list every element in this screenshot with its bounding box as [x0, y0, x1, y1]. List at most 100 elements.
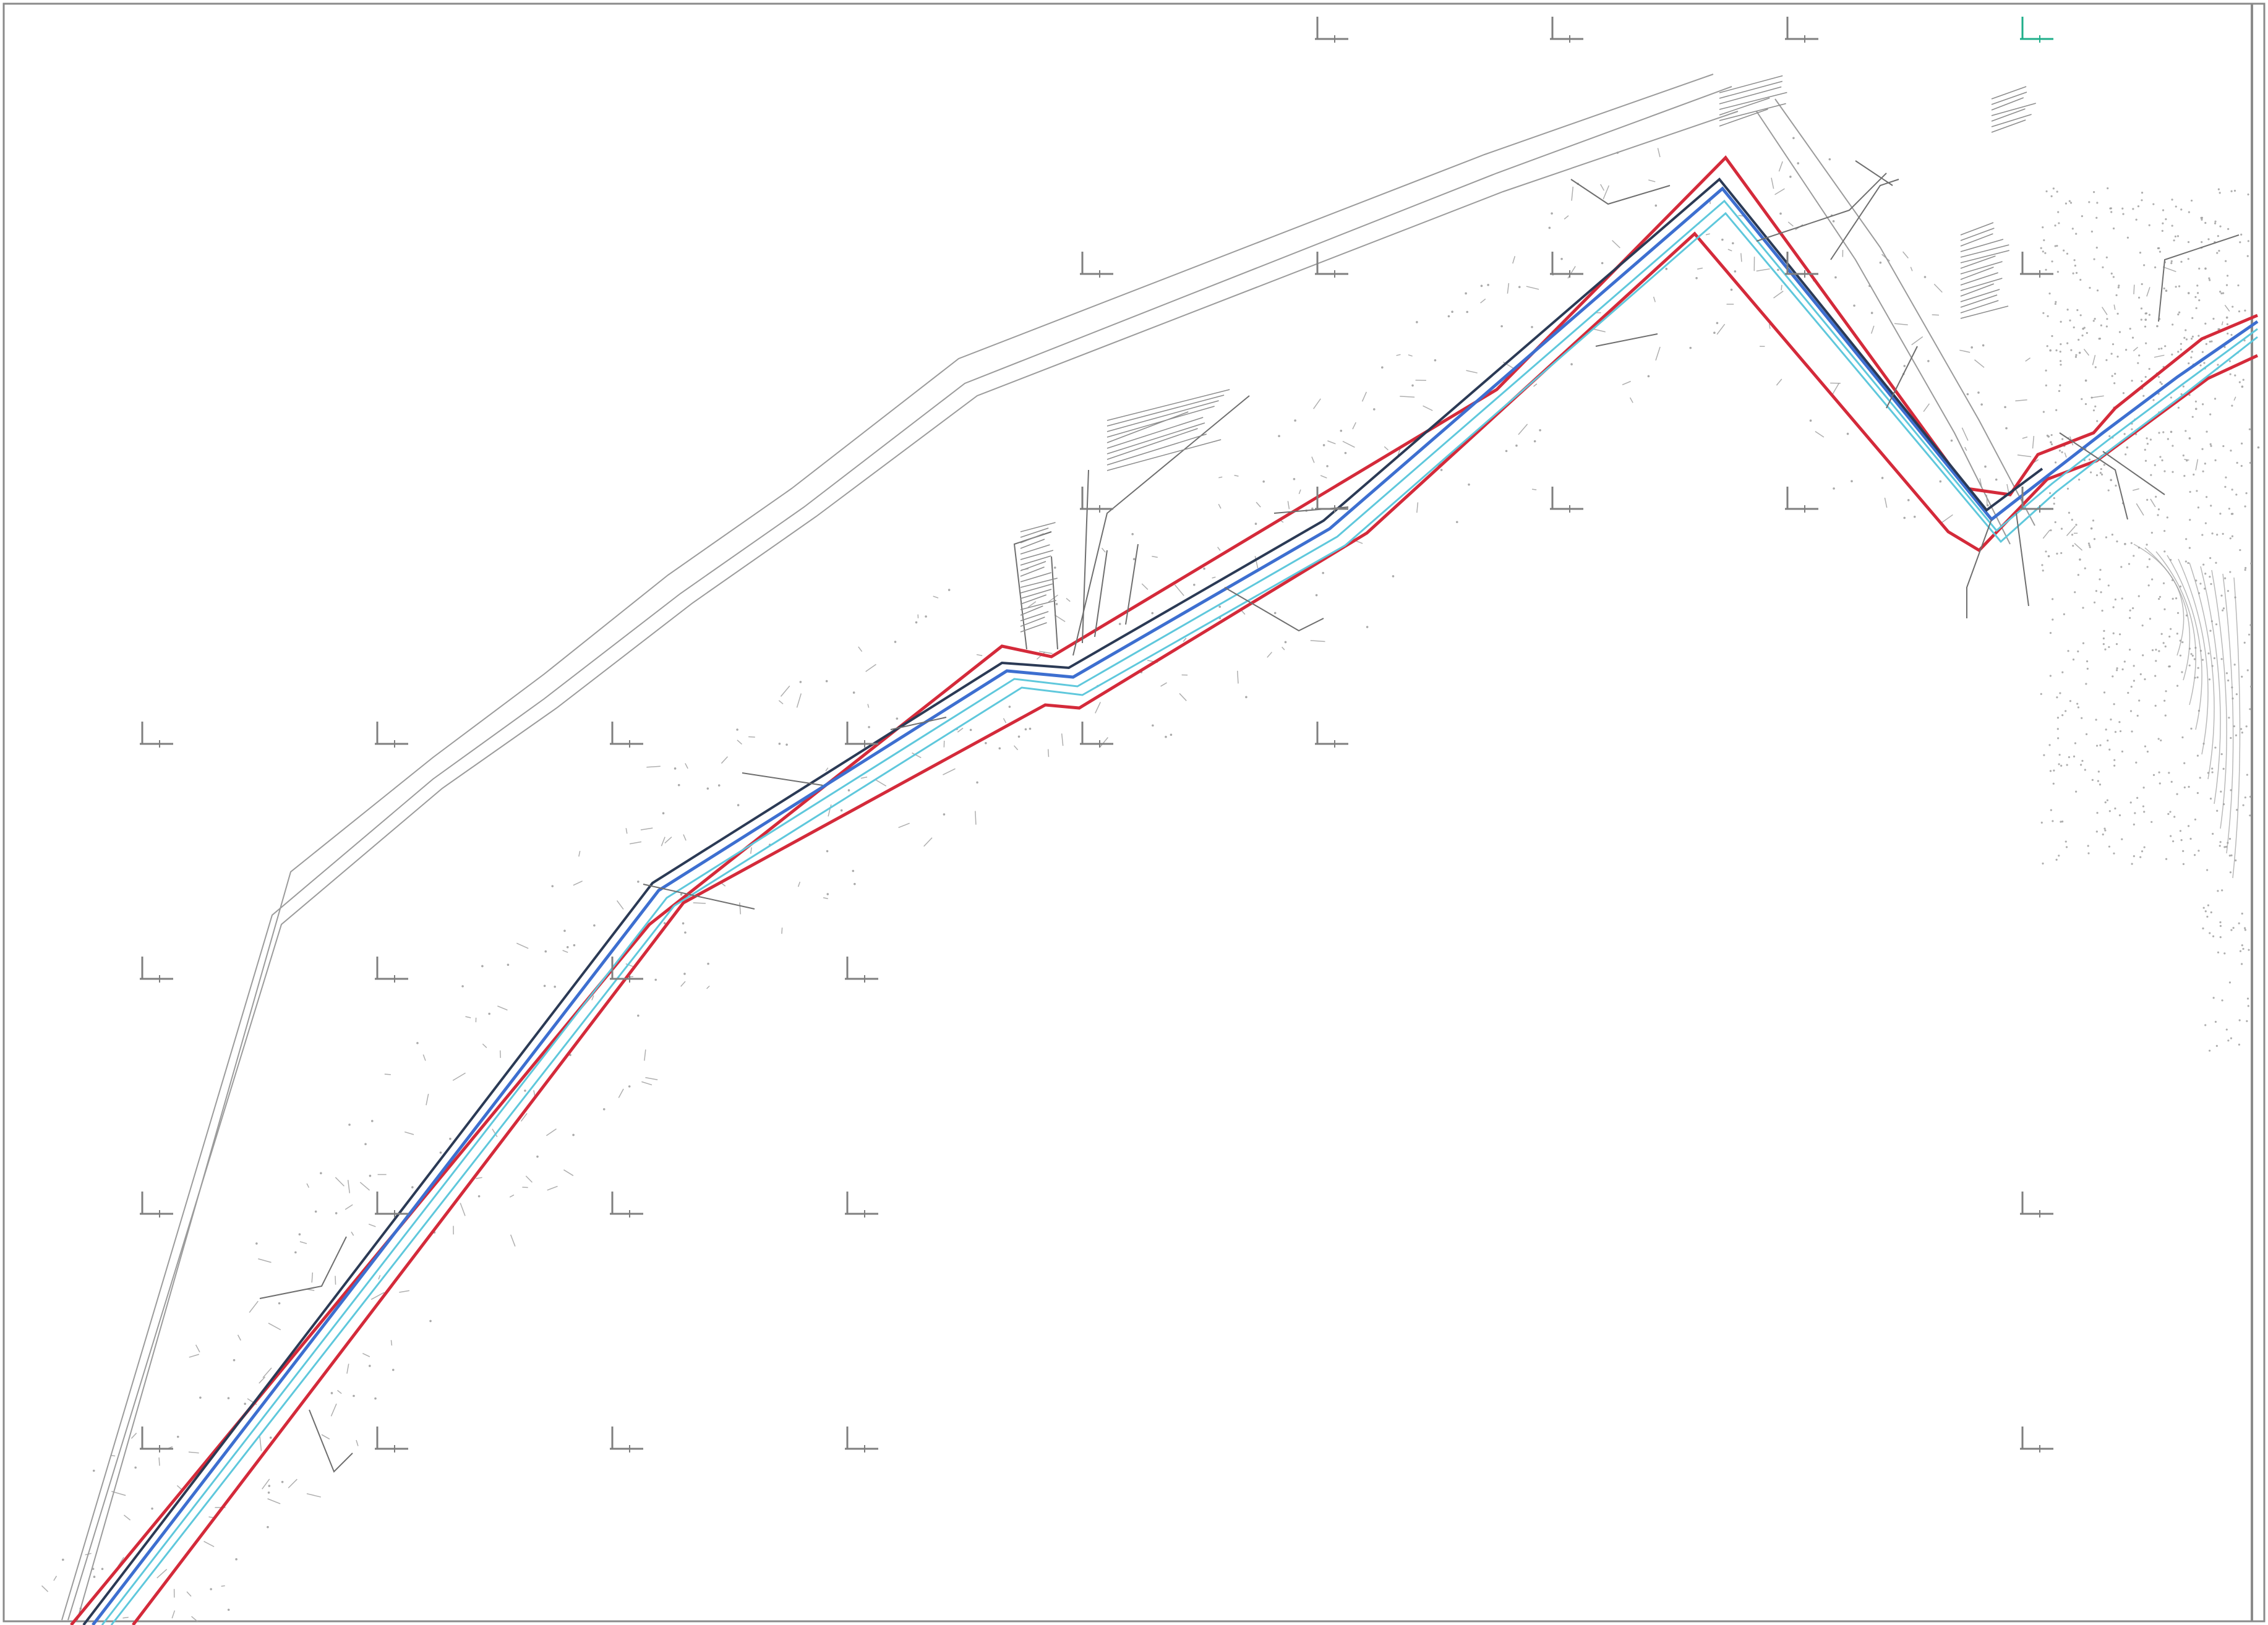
survey-point	[2242, 947, 2244, 950]
survey-point	[2168, 635, 2171, 638]
survey-point	[2194, 296, 2197, 299]
survey-point	[2172, 445, 2174, 447]
survey-point	[2087, 852, 2090, 855]
annotation-text-strip	[1020, 544, 1050, 555]
survey-hatch-stroke	[1066, 597, 1071, 602]
survey-point	[1846, 432, 1849, 435]
survey-point	[2152, 203, 2155, 205]
crosshair-tick-icon	[1080, 252, 1113, 278]
embankment-line-mid	[67, 111, 1739, 1621]
survey-hatch-stroke	[335, 1177, 344, 1187]
survey-point	[2164, 345, 2167, 348]
survey-point	[2219, 225, 2222, 228]
survey-point	[2180, 839, 2183, 842]
survey-hatch-stroke	[186, 1591, 192, 1597]
survey-point	[2103, 827, 2106, 830]
survey-hatch-stroke	[1778, 161, 1783, 172]
survey-point	[2249, 814, 2251, 817]
survey-hatch-stroke	[1218, 503, 1222, 509]
survey-point	[2055, 409, 2058, 411]
survey-point	[785, 743, 788, 746]
survey-point	[2075, 354, 2078, 356]
survey-point	[2094, 405, 2097, 407]
survey-point	[2195, 307, 2197, 309]
survey-point	[2057, 211, 2060, 213]
survey-point	[2175, 205, 2177, 208]
survey-point	[2246, 255, 2249, 257]
survey-hatch-stroke	[547, 1185, 558, 1191]
survey-point	[2116, 667, 2118, 670]
survey-point	[1487, 284, 1489, 286]
survey-point	[2155, 495, 2157, 498]
survey-point	[2176, 612, 2180, 614]
survey-point	[1416, 321, 1418, 323]
survey-point	[2175, 286, 2177, 288]
survey-hatch-stroke	[1384, 446, 1389, 451]
survey-point	[1647, 375, 1650, 378]
survey-hatch-stroke	[780, 685, 790, 697]
survey-hatch-stroke	[778, 700, 784, 705]
survey-point	[2230, 736, 2232, 740]
survey-point	[2106, 318, 2108, 320]
survey-point	[2201, 218, 2203, 221]
survey-point	[2040, 693, 2042, 695]
survey-point	[281, 1480, 284, 1483]
survey-point	[2214, 1020, 2217, 1023]
survey-point	[2219, 921, 2222, 924]
survey-point	[2210, 911, 2212, 914]
survey-hatch-stroke	[452, 1072, 466, 1081]
route-centerline	[92, 186, 2259, 1625]
survey-point	[2229, 373, 2232, 375]
survey-point	[2115, 294, 2118, 297]
survey-hatch-stroke	[497, 1005, 508, 1011]
survey-point	[2121, 838, 2123, 840]
survey-point	[2229, 571, 2232, 573]
survey-point	[2240, 963, 2243, 965]
survey-point	[2149, 438, 2152, 441]
annotation-text-strip	[1020, 527, 1049, 538]
survey-point	[1262, 480, 1265, 483]
survey-point	[2160, 383, 2163, 385]
survey-point	[481, 965, 484, 968]
contour-line	[2200, 566, 2221, 804]
survey-hatch-stroke	[2113, 304, 2116, 310]
survey-point	[2230, 854, 2233, 856]
annotation-text-strip	[1020, 578, 1058, 588]
survey-point	[2219, 291, 2222, 293]
survey-point	[2201, 241, 2203, 244]
survey-point	[2095, 719, 2097, 721]
survey-point	[2128, 616, 2131, 619]
survey-point	[2141, 624, 2144, 627]
survey-point	[2071, 228, 2074, 230]
leader-line	[259, 1236, 347, 1299]
survey-point	[2087, 542, 2090, 545]
survey-point	[2142, 787, 2145, 789]
survey-hatch-stroke	[943, 768, 956, 775]
survey-point	[2191, 317, 2194, 319]
survey-hatch-stroke	[368, 1224, 376, 1227]
survey-point	[2074, 742, 2077, 744]
survey-point	[894, 641, 897, 643]
survey-point	[1340, 429, 1343, 432]
survey-hatch-stroke	[482, 1043, 487, 1048]
survey-point	[2130, 542, 2133, 544]
survey-point	[2146, 443, 2149, 445]
annotation-text-strip	[1020, 605, 1043, 616]
survey-point	[2171, 353, 2173, 356]
survey-hatch-stroke	[2132, 488, 2139, 491]
annotation-text-strip	[1719, 86, 1782, 104]
survey-point	[2093, 538, 2096, 540]
survey-point	[1570, 363, 1573, 365]
survey-point	[2212, 997, 2215, 999]
survey-hatch-stroke	[685, 763, 688, 769]
survey-point	[2140, 307, 2143, 310]
contour-line	[2189, 562, 2215, 780]
survey-point	[2227, 1039, 2230, 1042]
survey-point	[825, 680, 828, 683]
survey-point	[2080, 764, 2082, 766]
survey-hatch-stroke	[1342, 440, 1355, 448]
survey-point	[2174, 235, 2177, 238]
survey-point	[2100, 473, 2103, 476]
crosshair-tick-icon	[375, 1427, 408, 1452]
